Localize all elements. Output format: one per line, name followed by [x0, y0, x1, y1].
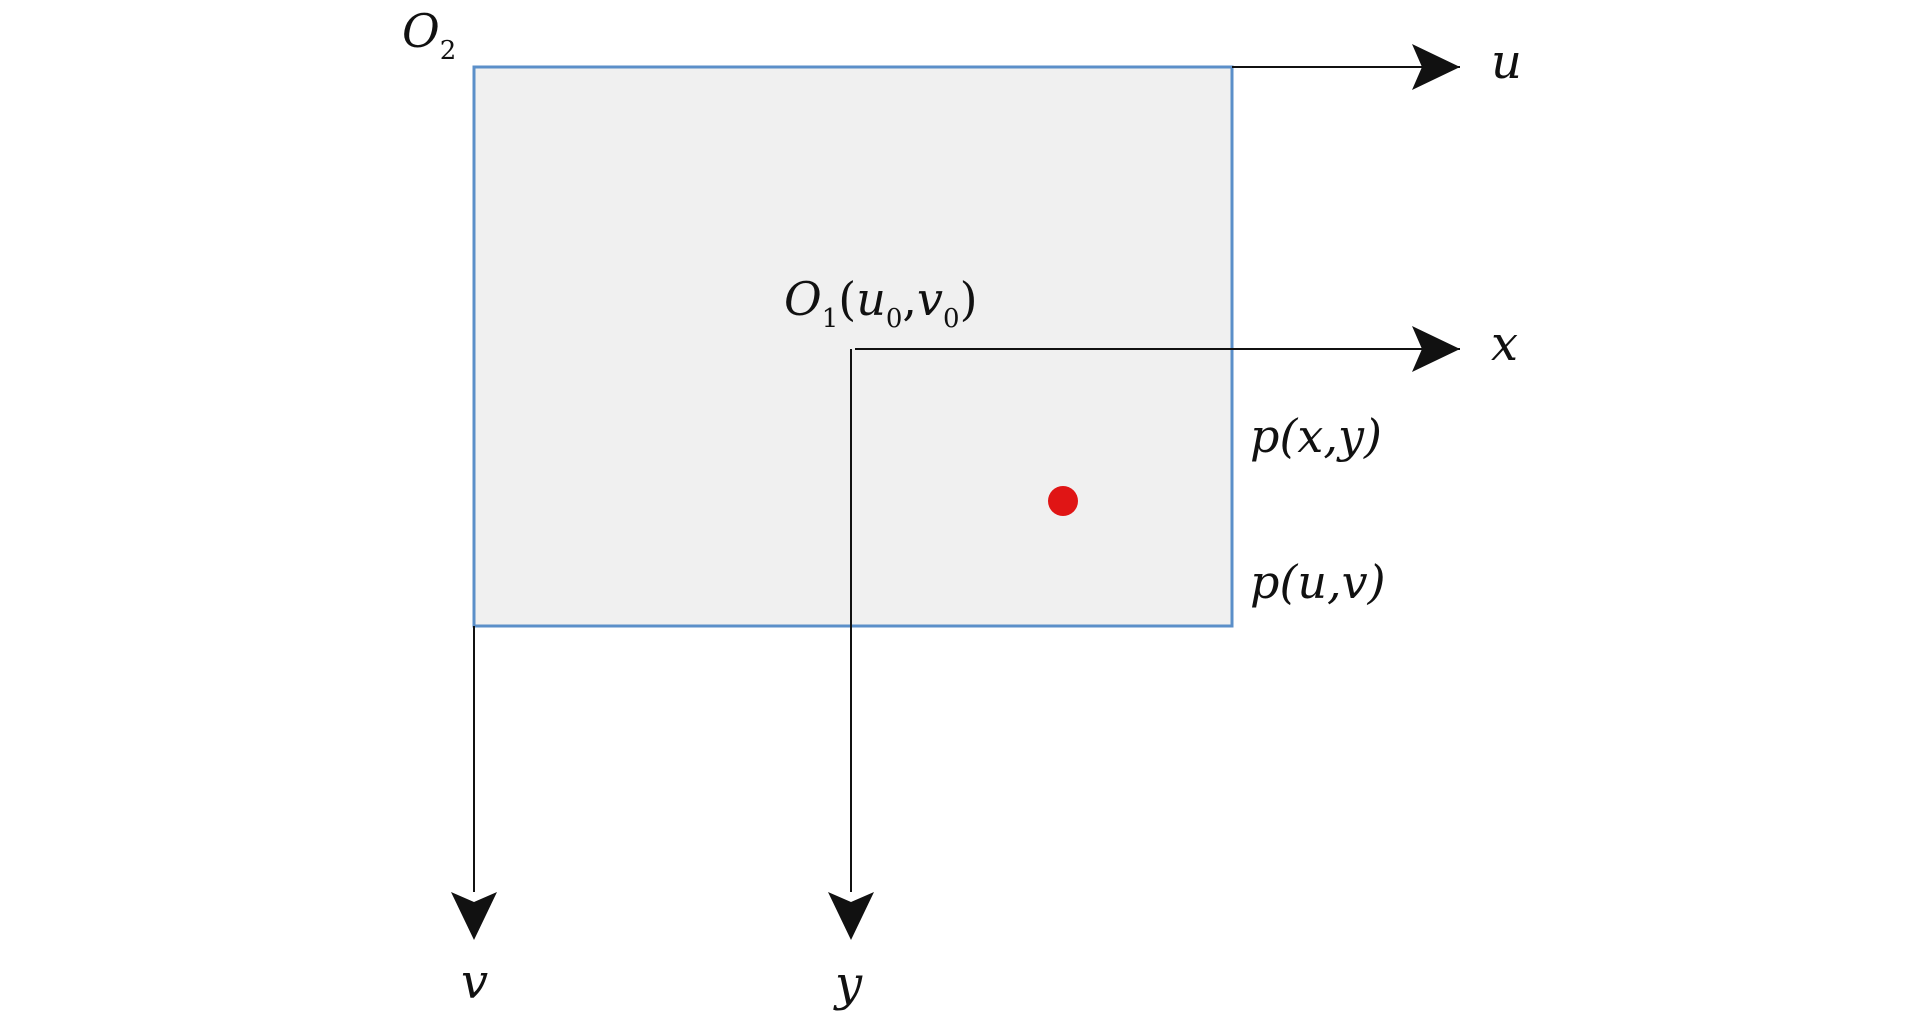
v-axis-arrowhead — [451, 892, 497, 940]
v-axis-label: v — [461, 954, 488, 1010]
origin-image-label: O1(u0,v0) — [784, 272, 978, 334]
u-axis-label: u — [1491, 34, 1522, 90]
y-axis-arrowhead — [828, 892, 874, 940]
x-axis-label: x — [1491, 316, 1518, 372]
point-uv-label: p(u,v) — [1250, 555, 1386, 609]
y-axis-label: y — [833, 956, 863, 1012]
point-xy-label: p(x,y) — [1250, 409, 1382, 463]
image-plane — [472, 65, 1234, 628]
image-point — [1048, 486, 1078, 516]
origin-pixel-label: O2 — [402, 4, 456, 66]
